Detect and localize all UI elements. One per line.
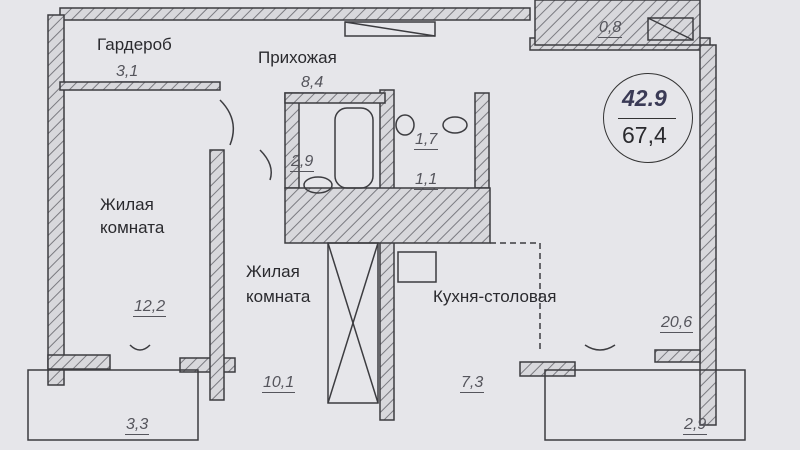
room-label-hallway: Прихожая bbox=[258, 48, 337, 67]
storage-box-diagonal bbox=[647, 17, 694, 41]
shaft-block bbox=[284, 187, 491, 244]
area-balcony-left: 3,3 bbox=[125, 416, 150, 435]
kitchen-zone-line bbox=[490, 242, 541, 350]
wall-right bbox=[699, 44, 717, 426]
area-storage: 0,8 bbox=[598, 19, 623, 38]
area-living-1: 12,2 bbox=[133, 298, 167, 317]
riser-left bbox=[327, 242, 379, 404]
vent-box bbox=[344, 21, 436, 37]
wall-hall bbox=[59, 81, 221, 91]
area-toilet: 1,7 bbox=[414, 131, 439, 150]
door-swing bbox=[584, 344, 616, 351]
wall-bath bbox=[284, 92, 300, 189]
wall-bath-top bbox=[284, 92, 386, 104]
room-label-kitchen: Кухня-столовая bbox=[433, 287, 557, 306]
room-label-wardrobe: Гардероб bbox=[97, 35, 172, 54]
room-label-living-2-line2: комната bbox=[246, 287, 311, 306]
storage-box bbox=[647, 17, 694, 41]
total-area: 67,4 bbox=[622, 122, 667, 148]
wall-left-room-bottom bbox=[47, 354, 111, 370]
door-swing bbox=[219, 99, 235, 146]
fraction-line bbox=[618, 118, 676, 119]
bathtub-icon bbox=[334, 107, 374, 189]
toilet-icon bbox=[442, 116, 468, 134]
wall-kitchen-bottom bbox=[519, 361, 576, 377]
wall-partition-1 bbox=[209, 149, 225, 401]
room-label-living-1-line2: комната bbox=[100, 218, 165, 237]
balcony-left bbox=[27, 369, 199, 441]
total-area-circle bbox=[603, 73, 693, 163]
wall-left bbox=[47, 14, 65, 386]
riser-diagonal bbox=[327, 242, 379, 404]
area-corridor-small: 1,1 bbox=[414, 171, 439, 190]
door-swing bbox=[129, 344, 151, 351]
living-area-handwritten: 42.9 bbox=[622, 85, 667, 111]
washbasin-icon bbox=[395, 114, 415, 136]
area-wardrobe: 3,1 bbox=[115, 63, 140, 82]
stove-icon bbox=[397, 251, 437, 283]
area-kitchen-main: 20,6 bbox=[660, 314, 694, 333]
area-living-2: 10,1 bbox=[262, 374, 296, 393]
wall-right-bottom bbox=[654, 349, 701, 363]
balcony-right bbox=[544, 369, 746, 441]
area-hallway: 8,4 bbox=[300, 74, 325, 93]
sink-icon bbox=[303, 176, 333, 194]
wall-top bbox=[59, 7, 531, 21]
area-kitchen: 7,3 bbox=[460, 374, 485, 393]
wall-toilet bbox=[474, 92, 490, 189]
room-label-living-1-line1: Жилая bbox=[100, 195, 154, 214]
door-swing bbox=[259, 149, 272, 181]
area-bathroom: 2,9 bbox=[290, 153, 315, 172]
area-balcony-right: 2,9 bbox=[683, 416, 708, 435]
vent-box-diagonal bbox=[344, 21, 436, 37]
room-label-living-2-line1: Жилая bbox=[246, 262, 300, 281]
wall-partition-2 bbox=[379, 89, 395, 421]
